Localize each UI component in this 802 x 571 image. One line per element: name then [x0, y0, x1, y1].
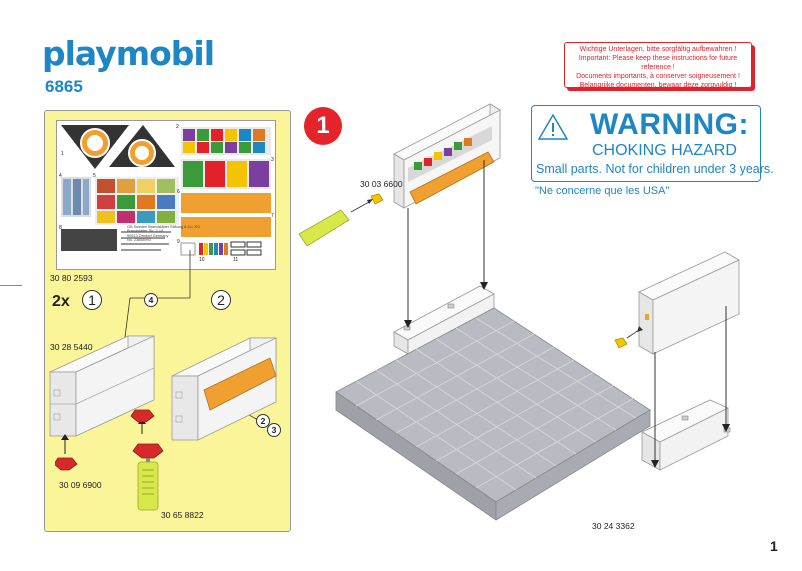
- page-number: 1: [770, 538, 778, 554]
- sticker-sheet: 1 2 3 4 5 6 7 8 9 10 11 GB Sweden Brands…: [56, 120, 276, 270]
- base-plate-part-number: 30 24 3362: [592, 521, 635, 531]
- sticker-sheet-artwork: [61, 125, 271, 256]
- base-plate: [335, 285, 731, 521]
- sticker-count: 7: [271, 213, 274, 219]
- sticker-count: 10: [199, 257, 205, 263]
- notice-line-nl: Belangrijke documenten, bewaar deze zorg…: [579, 82, 737, 89]
- substep-2-badge: 2: [211, 290, 231, 310]
- brand-logo: playmobil: [42, 34, 215, 73]
- sticker-4-callout: 4: [144, 293, 158, 307]
- notice-line-de: Wichtige Unterlagen, bitte sorgfältig au…: [579, 46, 737, 53]
- sticker-count: 5: [93, 173, 96, 179]
- sticker-2-callout: 2: [256, 414, 270, 428]
- sticker-count: 9: [177, 239, 180, 245]
- age-warning: Small parts. Not for children under 3 ye…: [536, 162, 774, 176]
- model-number: 6865: [45, 77, 83, 96]
- imprint-line: No. 23858993: [127, 238, 151, 243]
- warning-triangle-icon: [538, 114, 568, 140]
- keep-instructions-notice: Wichtige Unterlagen, bitte sorgfältig au…: [564, 42, 752, 89]
- yellow-clip-piece: [298, 193, 384, 247]
- sticker-count: 8: [59, 225, 62, 231]
- sticker-sheet-imprint: GB Sweden Brandstätter Stiftung & Co. KG…: [127, 225, 200, 243]
- sticker-count: 2: [176, 124, 179, 130]
- sticker-count: 4: [59, 173, 62, 179]
- display-case: [393, 103, 501, 209]
- notice-line-fr: Documents importants, à conserver soigne…: [576, 73, 740, 80]
- connector-part-number: 30 09 6900: [59, 480, 102, 490]
- sticker-count: 6: [177, 189, 180, 195]
- shelf-part-number: 30 28 5440: [50, 342, 93, 352]
- clip-tool: [132, 443, 164, 511]
- usa-note: "Ne concerne que les USA": [535, 185, 670, 197]
- sticker-count: 3: [271, 157, 274, 163]
- imprint-line: 90513 Zirndorf Germany: [127, 233, 169, 238]
- sticker-count: 1: [61, 151, 64, 157]
- choking-hazard-box: WARNING: CHOKING HAZARD Small parts. Not…: [531, 105, 774, 182]
- connector-assembly: [55, 409, 155, 471]
- imprint-line: GB Sweden Brandstätter Stiftung & Co. KG: [127, 225, 201, 229]
- sticker-sheet-part-number: 30 80 2593: [50, 273, 93, 283]
- sticker-3-callout: 3: [267, 423, 281, 437]
- notice-line-en: Important: Please keep these instruction…: [578, 55, 738, 71]
- step-number-badge: 1: [304, 107, 342, 145]
- choking-hazard-label: CHOKING HAZARD: [592, 142, 737, 159]
- shelf-with-orange-board: [171, 337, 277, 441]
- substep-1-badge: 1: [82, 290, 102, 310]
- quantity-label: 2x: [52, 293, 70, 310]
- display-case-part-number: 30 03 6600: [360, 179, 403, 189]
- warning-title: WARNING:: [590, 108, 749, 141]
- wall-display-unit: [614, 251, 740, 355]
- clip-tool-part-number: 30 65 8822: [161, 510, 204, 520]
- sticker-count: 11: [233, 257, 239, 263]
- white-shelf: [49, 335, 155, 437]
- fold-mark: [0, 285, 22, 286]
- imprint-line: Brandstätter Str. 2-10: [127, 229, 164, 234]
